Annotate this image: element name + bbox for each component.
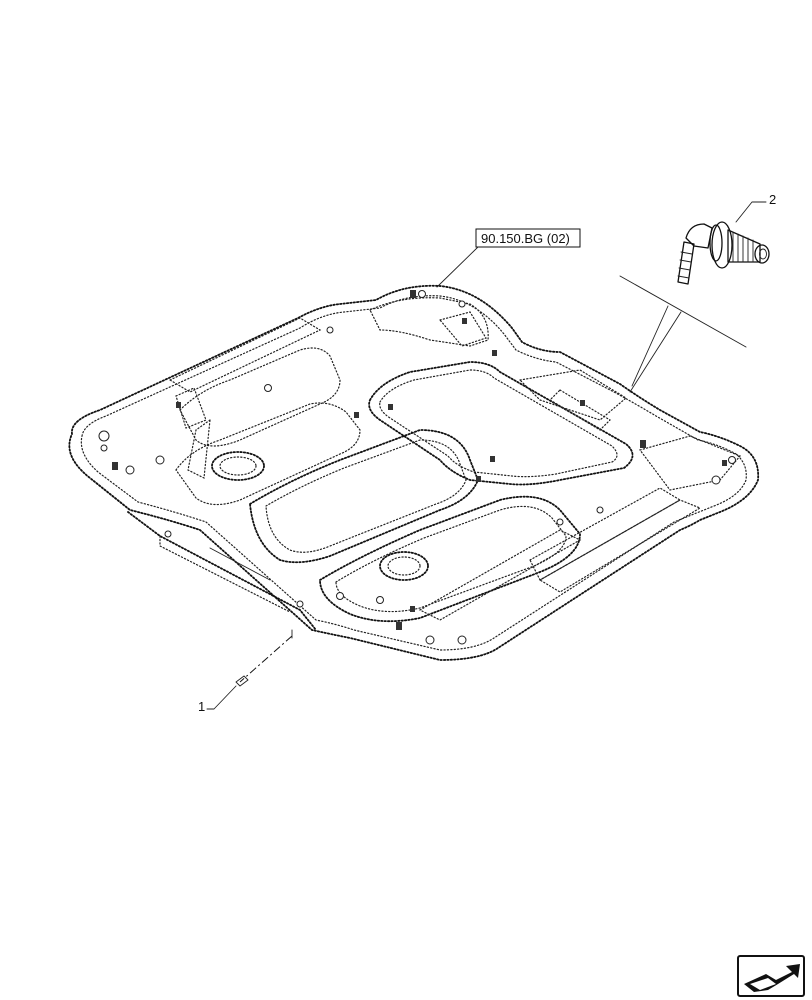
callout-2-leader (735, 201, 767, 223)
floor-plate (68, 284, 760, 661)
fitting-part (677, 221, 770, 285)
detail-pointer (619, 275, 747, 393)
reference-label: 90.150.BG (02) (481, 231, 570, 246)
callout-1-number: 1 (198, 699, 205, 714)
callout-2[interactable]: 2 (735, 192, 776, 223)
reference-leader (436, 246, 479, 288)
callout-1-leader (206, 685, 237, 710)
reference-callout[interactable]: 90.150.BG (02) (436, 228, 581, 288)
part-1-stud (235, 629, 293, 687)
next-page-arrow-icon[interactable] (737, 955, 805, 997)
callout-2-number: 2 (769, 192, 776, 207)
fastener-marks (112, 290, 727, 630)
callout-1[interactable]: 1 (198, 685, 237, 714)
